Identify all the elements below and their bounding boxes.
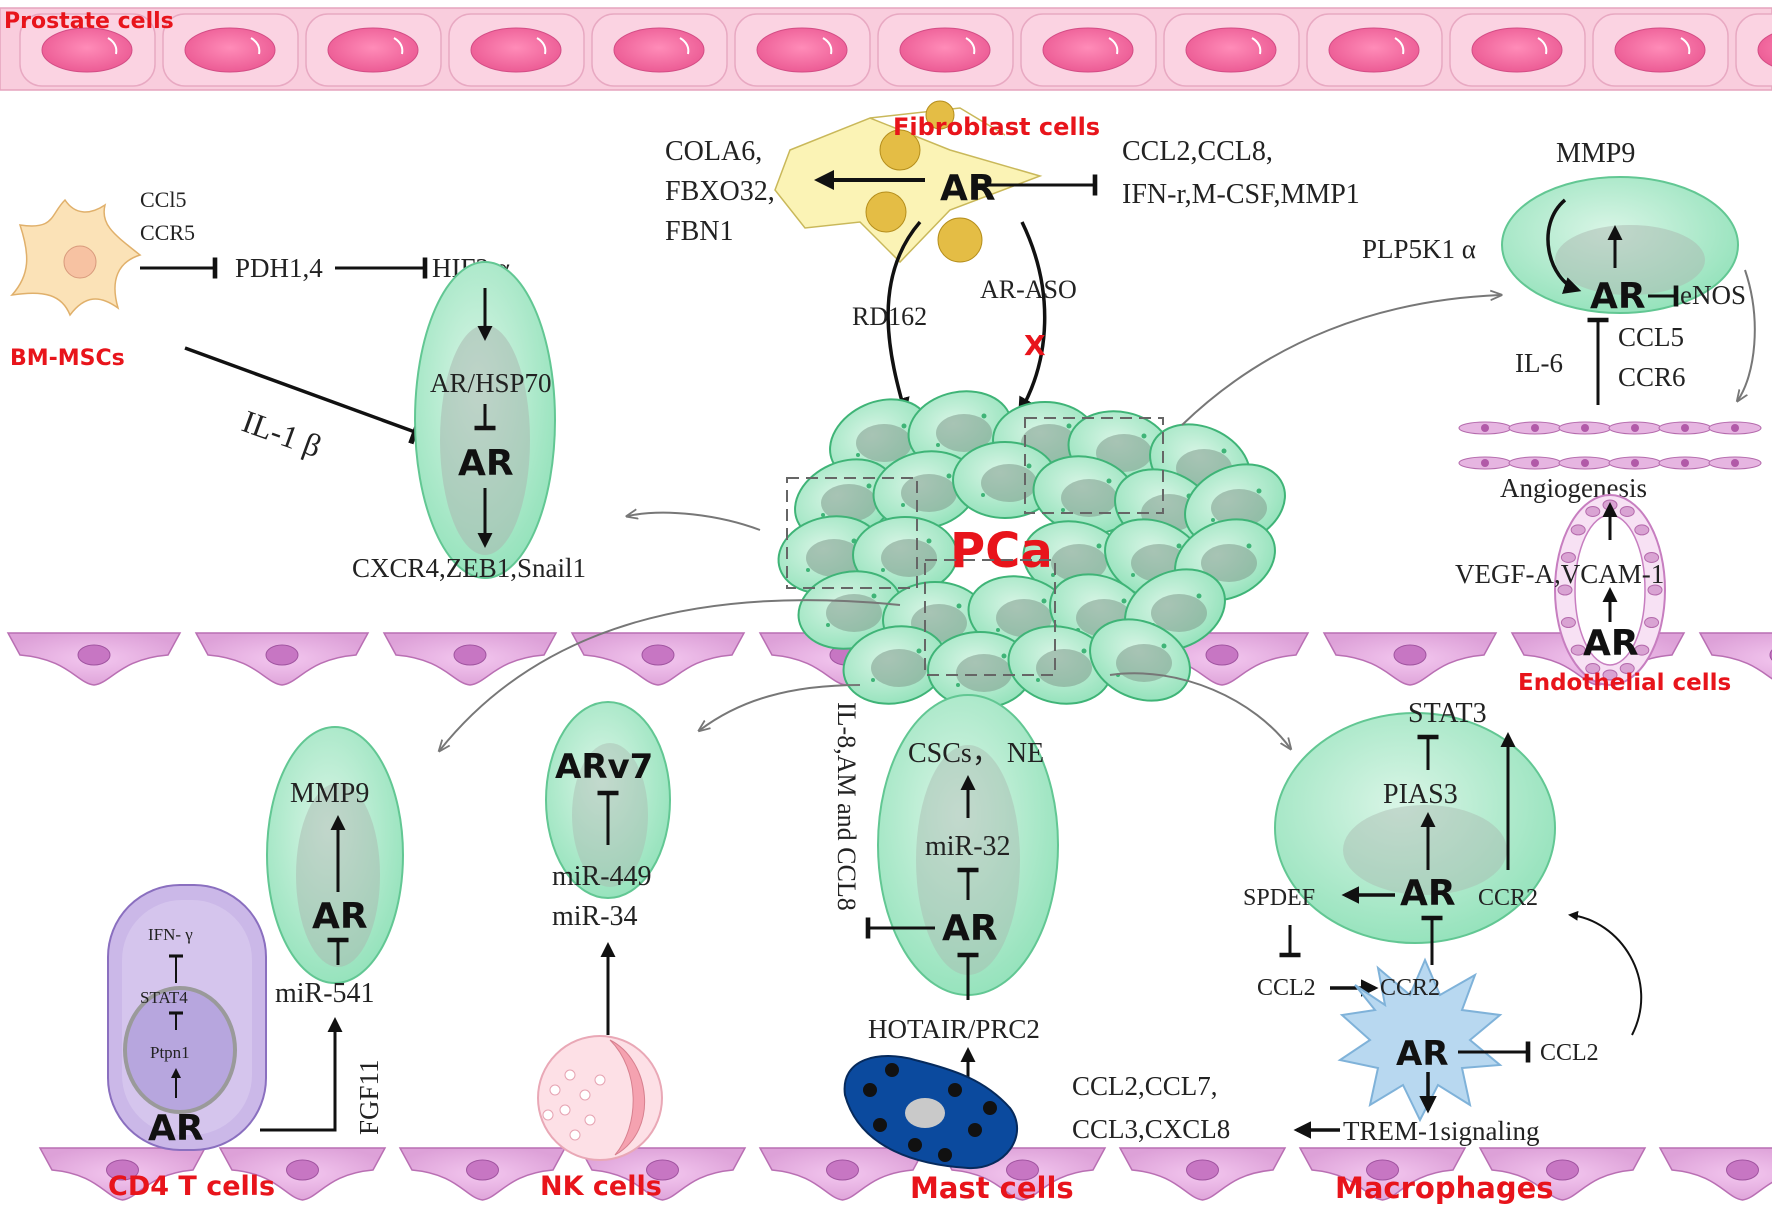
nk-cell [537, 1035, 663, 1161]
fibroblast-output-right-1: CCL2,CCL8, [1122, 136, 1273, 167]
pca-label: PCa [950, 523, 1053, 579]
prostate-cell-row [0, 7, 1772, 91]
il1b-label: IL-1 β [238, 403, 327, 465]
ccr6-label: CCR6 [1618, 362, 1686, 392]
blood-vessel-wall [1458, 421, 1762, 470]
ar-aso-block-mark: X [1024, 329, 1046, 362]
trem1-label: TREM-1signaling [1343, 1116, 1540, 1146]
ccl5-label: CCl5 [140, 187, 186, 212]
bm-ar: AR [458, 443, 514, 484]
fibroblast-output-left-2: FBXO32, [665, 176, 775, 207]
pias3-label: PIAS3 [1383, 779, 1458, 810]
cd4-ar: AR [312, 896, 368, 937]
cd4-t-cells-label: CD4 T cells [108, 1171, 275, 1202]
endo-ar2: AR [1583, 623, 1639, 664]
pca-tumor [777, 390, 1286, 709]
endothelial-cell-row-bottom [38, 1147, 1772, 1201]
ccl-list-line2: CCL3,CXCL8 [1072, 1114, 1230, 1144]
macrophage-cell [1337, 957, 1503, 1123]
pca-dashed-box-right [1024, 417, 1164, 514]
pca-to-nk-arrow [700, 684, 861, 730]
mast-target-cell [877, 694, 1059, 996]
ar-hsp70-label: AR/HSP70 [430, 368, 552, 398]
il8-am-ccl8-label: IL-8,AM and CCL8 [832, 702, 861, 911]
ccl5-endo-label: CCL5 [1618, 322, 1684, 352]
ccl2-label-a: CCL2 [1257, 975, 1316, 1001]
macro-target-cell [1274, 712, 1556, 944]
endothelial-cells-label: Endothelial cells [1518, 670, 1731, 696]
ccr5-label: CCR5 [140, 220, 195, 245]
mir32-label: miR-32 [925, 831, 1011, 862]
ccr2-macro-label: CCR2 [1380, 975, 1440, 1001]
stat3-label: STAT3 [1408, 698, 1487, 729]
mast-ar: AR [942, 908, 998, 949]
rd162-label: RD162 [852, 302, 927, 331]
stat4-label: STAT4 [140, 988, 188, 1007]
bm-mscs-label: BM-MSCs [10, 346, 125, 371]
fibroblast-cluster [774, 100, 1043, 264]
mir449-label: miR-449 [552, 861, 652, 892]
mast-cells-label: Mast cells [910, 1171, 1074, 1205]
mir541-label: miR-541 [275, 978, 375, 1009]
vegf-label: VEGF-A,VCAM-1 [1455, 559, 1664, 589]
ptpn1-label: Ptpn1 [150, 1043, 190, 1062]
ar-aso-arrow [1018, 221, 1047, 416]
ccl2-label-b: CCL2 [1540, 1040, 1599, 1066]
fibroblast-output-right-2: IFN-r,M-CSF,MMP1 [1122, 179, 1360, 210]
fibroblast-output-left-3: FBN1 [665, 216, 733, 247]
pca-to-bm-arrow [628, 513, 761, 531]
pca-to-cd4-arrow [440, 599, 901, 750]
fgf11-label: FGF11 [354, 1059, 384, 1135]
nk-cells-label: NK cells [540, 1171, 662, 1202]
ccl-list-line1: CCL2,CCL7, [1072, 1071, 1218, 1101]
plp-to-ar-arrow [1546, 198, 1582, 294]
macro-ar: AR [1400, 873, 1456, 914]
cscs-ne-label: CSCs， NE [908, 738, 1044, 769]
pdh-label: PDH1,4 [235, 253, 323, 283]
macro-loop-arrow [1568, 910, 1643, 1036]
endo-ar: AR [1590, 276, 1646, 317]
enos-label: eNOS [1680, 280, 1746, 310]
cd4-mmp9-label: MMP9 [290, 778, 369, 809]
plp5k1a-label: PLP5K1 α [1362, 234, 1476, 264]
ccr2-cell-label: CCR2 [1478, 885, 1538, 911]
spdef-label: SPDEF [1243, 885, 1315, 911]
fibroblast-output-left-1: COLA6, [665, 136, 762, 167]
ifn-gamma-label: IFN- γ [148, 925, 193, 944]
il6-label: IL-6 [1515, 348, 1563, 378]
pca-to-macro-arrow [1109, 672, 1290, 748]
mast-cell [843, 1055, 1018, 1170]
fibroblast-cells-label: Fibroblast cells [893, 113, 1100, 141]
mir34-label: miR-34 [552, 901, 638, 932]
bm-inhibit-ar-line [184, 346, 422, 445]
macrophages-label: Macrophages [1335, 1171, 1554, 1205]
hotair-label: HOTAIR/PRC2 [868, 1014, 1040, 1044]
pca-dashed-box-bottom [924, 559, 1056, 676]
prostate-cells-label: Prostate cells [4, 9, 174, 34]
endo-loop-arrow [1738, 269, 1756, 400]
fibroblast-ar: AR [940, 168, 996, 209]
macro-ar2: AR [1396, 1034, 1449, 1074]
cd4-t-cell [107, 884, 267, 1151]
pca-dashed-box-left [786, 477, 918, 589]
cxcr4-label: CXCR4,ZEB1,Snail1 [352, 553, 586, 583]
cd4-target-cell [266, 726, 404, 984]
endo-mmp9-label: MMP9 [1556, 138, 1635, 169]
rd162-arrow [886, 220, 922, 416]
cd4-ar2: AR [148, 1108, 204, 1149]
arv7-label: ARv7 [555, 747, 653, 787]
ar-aso-label: AR-ASO [980, 275, 1077, 304]
cd4-ar-to-mir541-arrow [260, 1017, 343, 1132]
pca-to-endo-arrow [1181, 295, 1500, 426]
